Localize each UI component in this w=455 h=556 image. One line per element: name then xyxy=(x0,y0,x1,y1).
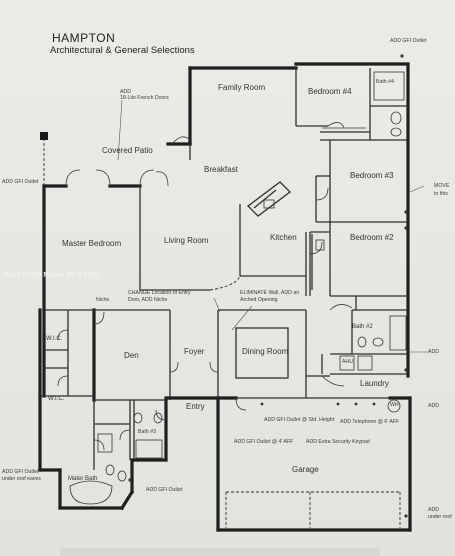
room-bedroom-2: Bedroom #2 xyxy=(350,233,394,242)
room-family-room: Family Room xyxy=(218,83,266,92)
room-dining-room: Dining Room xyxy=(242,347,289,356)
note-gfi-4aff: ADD GFI Outlet @ 4' AFF xyxy=(234,439,294,445)
note-change-2: Door, ADD Niche xyxy=(128,297,168,303)
note-add-right-2: ADD xyxy=(428,403,439,409)
note-add-bottom-right-2: under roof xyxy=(428,514,452,520)
room-laundry: Laundry xyxy=(360,379,389,388)
room-foyer: Foyer xyxy=(184,347,205,356)
note-add-right-1: ADD xyxy=(428,349,439,355)
room-wh: WH xyxy=(390,402,399,408)
room-master-bedroom: Master Bedroom xyxy=(62,239,122,248)
note-move-2: to this xyxy=(434,191,448,197)
note-french-doors-1: ADD xyxy=(120,89,131,95)
plan-subtitle: Architectural & General Selections xyxy=(50,45,195,56)
room-covered-patio: Covered Patio xyxy=(102,146,153,155)
note-telephone: ADD Telephone @ 6' AFF xyxy=(340,419,400,425)
note-gfi-bottom-left-2: under roof eaves xyxy=(2,476,41,482)
note-add-bottom-right-1: ADD xyxy=(428,507,439,513)
room-garage: Garage xyxy=(292,465,319,474)
note-gfi-bottom-left-1: ADD GFI Outlet xyxy=(2,469,39,475)
room-entry: Entry xyxy=(186,402,205,411)
room-wic-1: W.I.C. xyxy=(46,336,63,342)
room-den: Den xyxy=(124,351,139,360)
room-bath-3: Bath #3 xyxy=(138,429,156,435)
note-gfi-left: ADD GFI Outlet xyxy=(2,179,39,185)
room-master-bath: Mater Bath xyxy=(68,476,98,482)
note-gfi-bottom: ADD GFI Outlet xyxy=(146,487,183,493)
room-breakfast: Breakfast xyxy=(204,165,238,174)
room-niche: Niche xyxy=(96,297,110,303)
note-security: ADD Extra Security Keypad xyxy=(306,439,370,445)
note-eliminate-1: ELIMINATE Wall, ADD an xyxy=(240,290,300,296)
note-french-doors-2: 18-Lite French Doors xyxy=(120,95,169,101)
room-wic-2: W.I.C. xyxy=(48,396,65,402)
room-bedroom-4: Bedroom #4 xyxy=(308,87,352,96)
room-bath-2: Bath #2 xyxy=(352,324,373,330)
note-change-1: CHANGE Location of Entry xyxy=(128,290,191,296)
note-gfi-top-right: ADD GFI Outlet xyxy=(390,38,427,44)
room-bath-4: Bath #4 xyxy=(376,79,394,85)
room-bedroom-3: Bedroom #3 xyxy=(350,171,394,180)
room-living-room: Living Room xyxy=(164,236,209,245)
mls-watermark: A11133595 Miami MLS 2021 xyxy=(4,272,101,279)
room-ahu: AHU xyxy=(342,359,353,365)
plan-title: HAMPTON xyxy=(52,31,116,45)
note-gfi-std: ADD GFI Outlet @ Std. Height xyxy=(264,417,335,423)
note-move-1: MOVE xyxy=(434,183,450,189)
note-eliminate-2: Arched Opening xyxy=(240,297,278,303)
room-kitchen: Kitchen xyxy=(270,233,297,242)
